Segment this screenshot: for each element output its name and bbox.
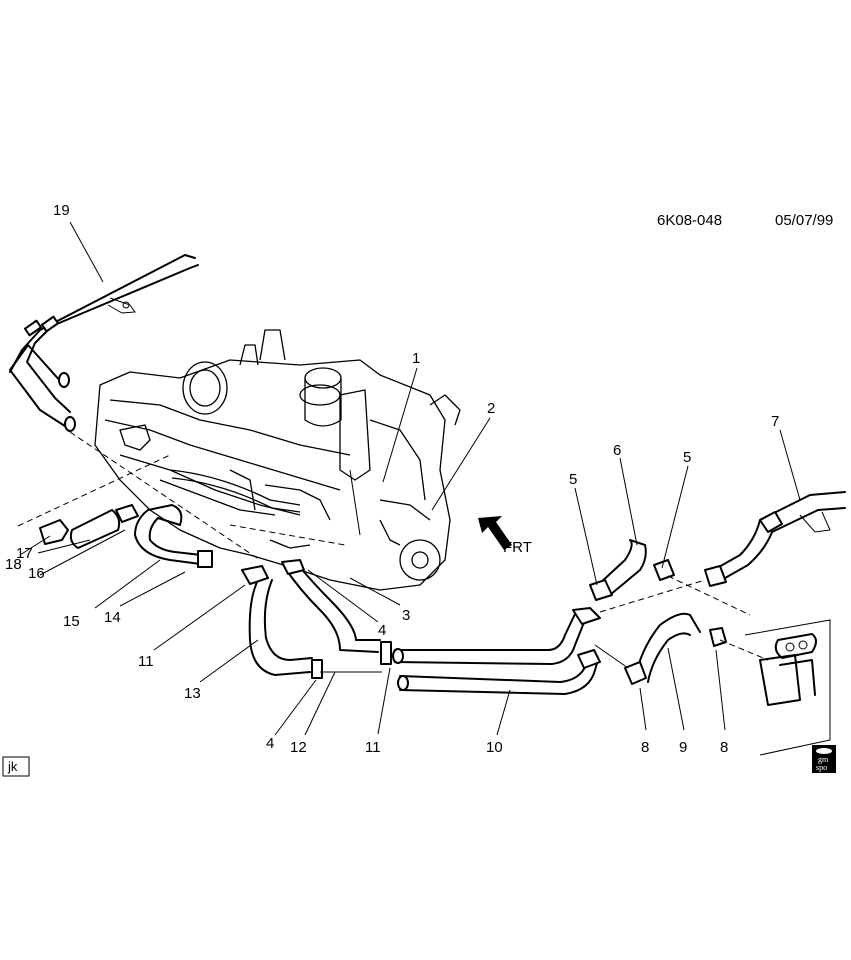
callout-4-upper: 4 xyxy=(378,622,386,639)
front-label: FRT xyxy=(503,539,532,556)
callout-7: 7 xyxy=(771,413,779,430)
heater-inlet-hose xyxy=(589,539,675,601)
callout-8-right: 8 xyxy=(720,739,728,756)
heater-core-tube xyxy=(704,491,846,587)
logo-line-1: gm xyxy=(818,755,829,764)
callout-6: 6 xyxy=(613,442,621,459)
author-tag: jk xyxy=(2,756,30,777)
front-direction-indicator: FRT xyxy=(478,516,532,556)
callout-16: 16 xyxy=(28,565,45,582)
author-tag-label: jk xyxy=(7,759,18,774)
front-arrow-icon xyxy=(478,516,512,550)
heater-pipes xyxy=(392,607,601,695)
logo-line-2: spo xyxy=(816,763,827,772)
callout-2: 2 xyxy=(487,400,495,417)
callout-5-left: 5 xyxy=(569,471,577,488)
callout-1: 1 xyxy=(412,350,420,367)
gm-spo-logo-icon: gm spo xyxy=(812,745,836,773)
callouts: 19 1 2 3 4 4 5 5 6 7 8 8 9 10 11 11 12 1… xyxy=(5,202,779,756)
inlet-hose xyxy=(134,504,213,568)
callout-3: 3 xyxy=(402,607,410,624)
callout-19: 19 xyxy=(53,202,70,219)
callout-5-right: 5 xyxy=(683,449,691,466)
engine-assembly xyxy=(94,329,461,591)
callout-11-left: 11 xyxy=(138,653,154,670)
leader-lines xyxy=(17,221,801,736)
heater-core-inset xyxy=(744,619,831,756)
diagram-code: 6K08-048 xyxy=(657,212,722,229)
diagram-date: 05/07/99 xyxy=(775,212,833,229)
callout-11-right: 11 xyxy=(365,739,381,756)
callout-15: 15 xyxy=(63,613,80,630)
callout-17: 17 xyxy=(16,545,33,562)
lower-heater-hose xyxy=(241,559,392,679)
callout-14: 14 xyxy=(104,609,121,626)
callout-10: 10 xyxy=(486,739,503,756)
callout-13: 13 xyxy=(184,685,201,702)
heater-pipe-assembly xyxy=(9,254,199,432)
hose-connector xyxy=(39,504,139,549)
callout-18: 18 xyxy=(5,556,22,573)
callout-4-lower: 4 xyxy=(266,735,274,752)
callout-9: 9 xyxy=(679,739,687,756)
callout-8-left: 8 xyxy=(641,739,649,756)
callout-12: 12 xyxy=(290,739,307,756)
heater-outlet-hose xyxy=(624,612,727,685)
